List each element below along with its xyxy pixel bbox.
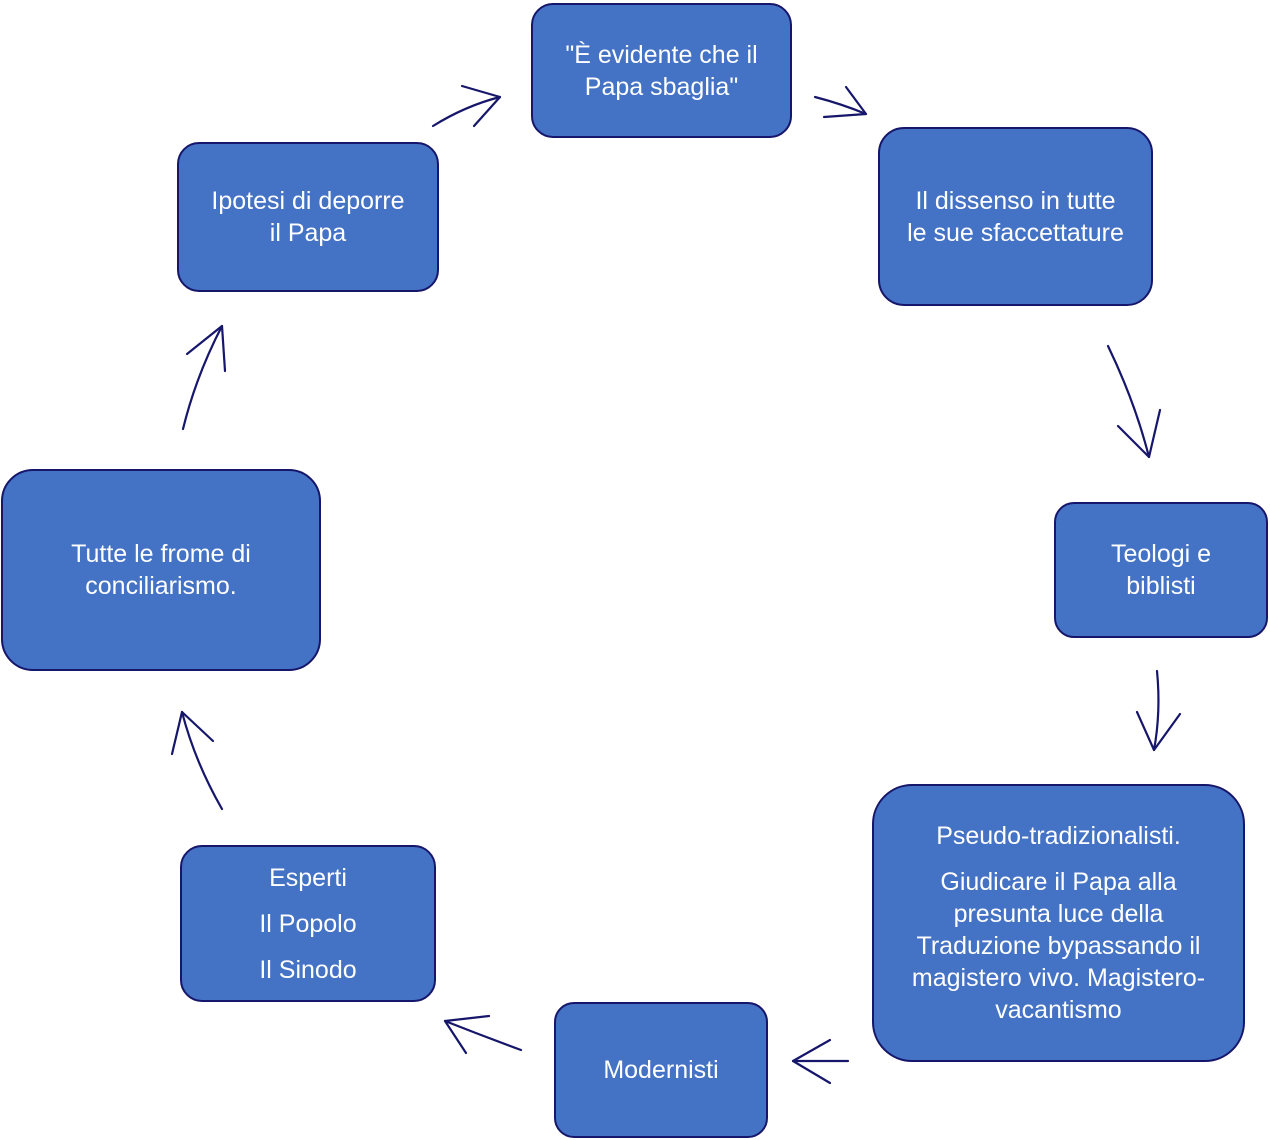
- node-description: Giudicare il Papa alla presunta luce del…: [911, 868, 1206, 1024]
- node-deporre-papa: Ipotesi di deporre il Papa: [177, 142, 439, 292]
- node-esperti: Esperti Il Popolo Il Sinodo: [180, 845, 436, 1002]
- node-text-line: Tutte le frome di: [71, 540, 251, 568]
- arrow-shaft: [180, 710, 224, 811]
- arrow-shaft: [431, 95, 502, 128]
- node-teologi: Teologi e biblisti: [1054, 502, 1268, 638]
- node-papa-sbaglia: "È evidente che il Papa sbaglia": [531, 3, 792, 138]
- arrow-left3-to-left2: [170, 710, 224, 811]
- arrow-shaft: [181, 324, 224, 431]
- node-heading: Pseudo-tradizionalisti.: [936, 822, 1181, 850]
- arrow-head: [443, 1014, 491, 1055]
- arrow-bottom-to-left3: [443, 1014, 523, 1055]
- arrow-shaft: [443, 1019, 523, 1052]
- node-text-line: conciliarismo.: [85, 572, 237, 600]
- arrow-shaft: [1106, 344, 1151, 459]
- arrow-right3-to-bottom: [791, 1038, 850, 1085]
- arrow-shaft: [1152, 669, 1160, 752]
- arrow-head: [822, 85, 868, 119]
- arrow-head: [1116, 408, 1162, 459]
- arrow-left2-to-left1: [181, 324, 227, 431]
- node-text-line: le sue sfaccettature: [907, 218, 1124, 247]
- node-text-line: Il Popolo: [259, 909, 357, 938]
- node-text-line: Modernisti: [603, 1056, 719, 1084]
- node-modernisti: Modernisti: [554, 1002, 768, 1138]
- arrow-head: [460, 84, 502, 128]
- node-pseudo-tradizionalisti: Pseudo-tradizionalisti. Giudicare il Pap…: [872, 784, 1245, 1062]
- node-text-line: Teologi e: [1110, 540, 1212, 568]
- node-text-line: Il Sinodo: [259, 955, 357, 984]
- node-text-line: biblisti: [1126, 572, 1196, 600]
- arrow-right2-to-right3: [1135, 669, 1182, 752]
- arrow-top-to-right1: [813, 85, 868, 119]
- arrow-left1-to-top: [431, 84, 502, 128]
- node-text-line: Il dissenso in tutte: [915, 186, 1116, 215]
- node-text-line: "È evidente che il: [565, 40, 758, 69]
- node-text-line: il Papa: [269, 219, 347, 247]
- arrow-head: [791, 1038, 832, 1085]
- node-dissenso: Il dissenso in tutte le sue sfaccettatur…: [878, 127, 1153, 306]
- node-conciliarismo: Tutte le frome di conciliarismo.: [1, 469, 321, 671]
- arrow-head: [185, 324, 227, 373]
- arrow-head: [1135, 710, 1182, 752]
- node-text-line: Ipotesi di deporre: [211, 187, 405, 215]
- arrow-shaft: [813, 95, 868, 116]
- node-text-line: Esperti: [269, 863, 347, 892]
- arrow-head: [170, 710, 215, 756]
- node-text-line: Papa sbaglia": [584, 72, 739, 101]
- arrow-right1-to-right2: [1106, 344, 1162, 459]
